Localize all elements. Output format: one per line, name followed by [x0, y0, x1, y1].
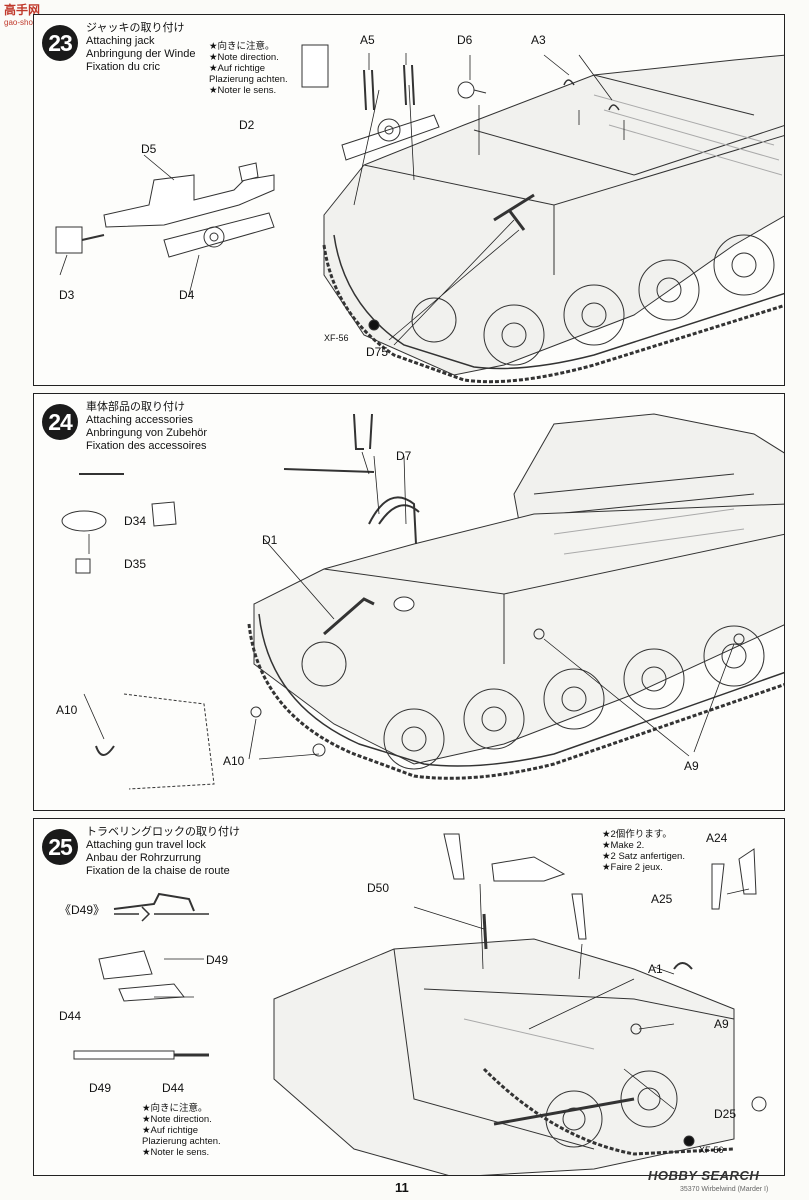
page-number: 11	[395, 1180, 409, 1195]
step-number-badge: 24	[42, 404, 78, 440]
make-two-note: ★2個作ります。 ★Make 2. ★2 Satz anfertigen. ★F…	[602, 829, 685, 873]
title-de: Anbringung von Zubehör	[86, 427, 208, 439]
watermark-url: gao-shou.net	[4, 18, 51, 27]
step-number-badge: 25	[42, 829, 78, 865]
brand-watermark: HOBBY SEARCH	[648, 1168, 760, 1183]
part-label-a10-right: A10	[223, 754, 245, 768]
step-24-panel: 24 車体部品の取り付け Attaching accessories Anbri…	[33, 393, 785, 811]
direction-note: ★向きに注意。 ★Note direction. ★Auf richtige P…	[142, 1103, 221, 1158]
part-label-d35: D35	[124, 557, 147, 571]
part-label-d34: D34	[124, 514, 147, 528]
part-label-d3: D3	[59, 288, 75, 302]
step-23-panel: 23 ジャッキの取り付け Attaching jack Anbringung d…	[33, 14, 785, 386]
step-title-block: 車体部品の取り付け Attaching accessories Anbringu…	[86, 401, 207, 453]
step-25-illustration	[73, 833, 767, 1175]
part-label-d2: D2	[239, 118, 255, 132]
title-fr: Fixation de la chaise de route	[86, 865, 230, 877]
part-label-d44-upper: D44	[59, 1009, 82, 1023]
step-24-illustration	[61, 413, 784, 790]
part-label-d75: D75	[366, 345, 389, 359]
kit-code: 35370 Wirbelwind (Marder I)	[680, 1186, 769, 1193]
part-label-a25: A25	[651, 892, 673, 906]
title-ja: ジャッキの取り付け	[86, 22, 185, 34]
title-en: Attaching gun travel lock	[86, 839, 206, 851]
part-label-d5: D5	[141, 142, 157, 156]
title-en: Attaching accessories	[86, 414, 193, 426]
paint-label-xf56: XF-56	[699, 1145, 724, 1155]
step-title-block: ジャッキの取り付け Attaching jack Anbringung der …	[86, 22, 195, 74]
part-label-a5: A5	[360, 33, 375, 47]
step-23-illustration	[55, 44, 784, 384]
part-label-d49-lower: D49	[89, 1081, 112, 1095]
part-label-d6: D6	[457, 33, 473, 47]
part-label-a24: A24	[706, 831, 728, 845]
title-ja: トラベリングロックの取り付け	[86, 826, 240, 838]
part-label-d49-reference: 《D49》	[59, 903, 106, 917]
title-de: Anbringung der Winde	[86, 48, 196, 60]
part-label-a3: A3	[531, 33, 546, 47]
title-ja: 車体部品の取り付け	[86, 401, 185, 413]
part-label-d25: D25	[714, 1107, 737, 1121]
part-label-d1: D1	[262, 533, 278, 547]
step-25-panel: 25 トラベリングロックの取り付け Attaching gun travel l…	[33, 818, 785, 1176]
title-fr: Fixation du cric	[86, 61, 160, 73]
part-label-a9: A9	[684, 759, 699, 773]
part-label-a9: A9	[714, 1017, 729, 1031]
part-label-d44-lower: D44	[162, 1081, 185, 1095]
part-label-d50: D50	[367, 881, 390, 895]
title-en: Attaching jack	[86, 35, 155, 47]
direction-note: ★向きに注意。 ★Note direction. ★Auf richtige P…	[209, 41, 288, 96]
title-fr: Fixation des accessoires	[86, 440, 207, 452]
paint-label-xf56: XF-56	[324, 333, 349, 343]
watermark-logo: 高手网	[4, 3, 41, 17]
step-number-badge: 23	[42, 25, 78, 61]
part-label-a10-left: A10	[56, 703, 78, 717]
part-label-d7: D7	[396, 449, 412, 463]
part-label-a1: A1	[648, 962, 663, 976]
step-title-block: トラベリングロックの取り付け Attaching gun travel lock…	[86, 826, 240, 878]
title-de: Anbau der Rohrzurrung	[86, 852, 201, 864]
part-label-d49-upper: D49	[206, 953, 229, 967]
part-label-d4: D4	[179, 288, 195, 302]
